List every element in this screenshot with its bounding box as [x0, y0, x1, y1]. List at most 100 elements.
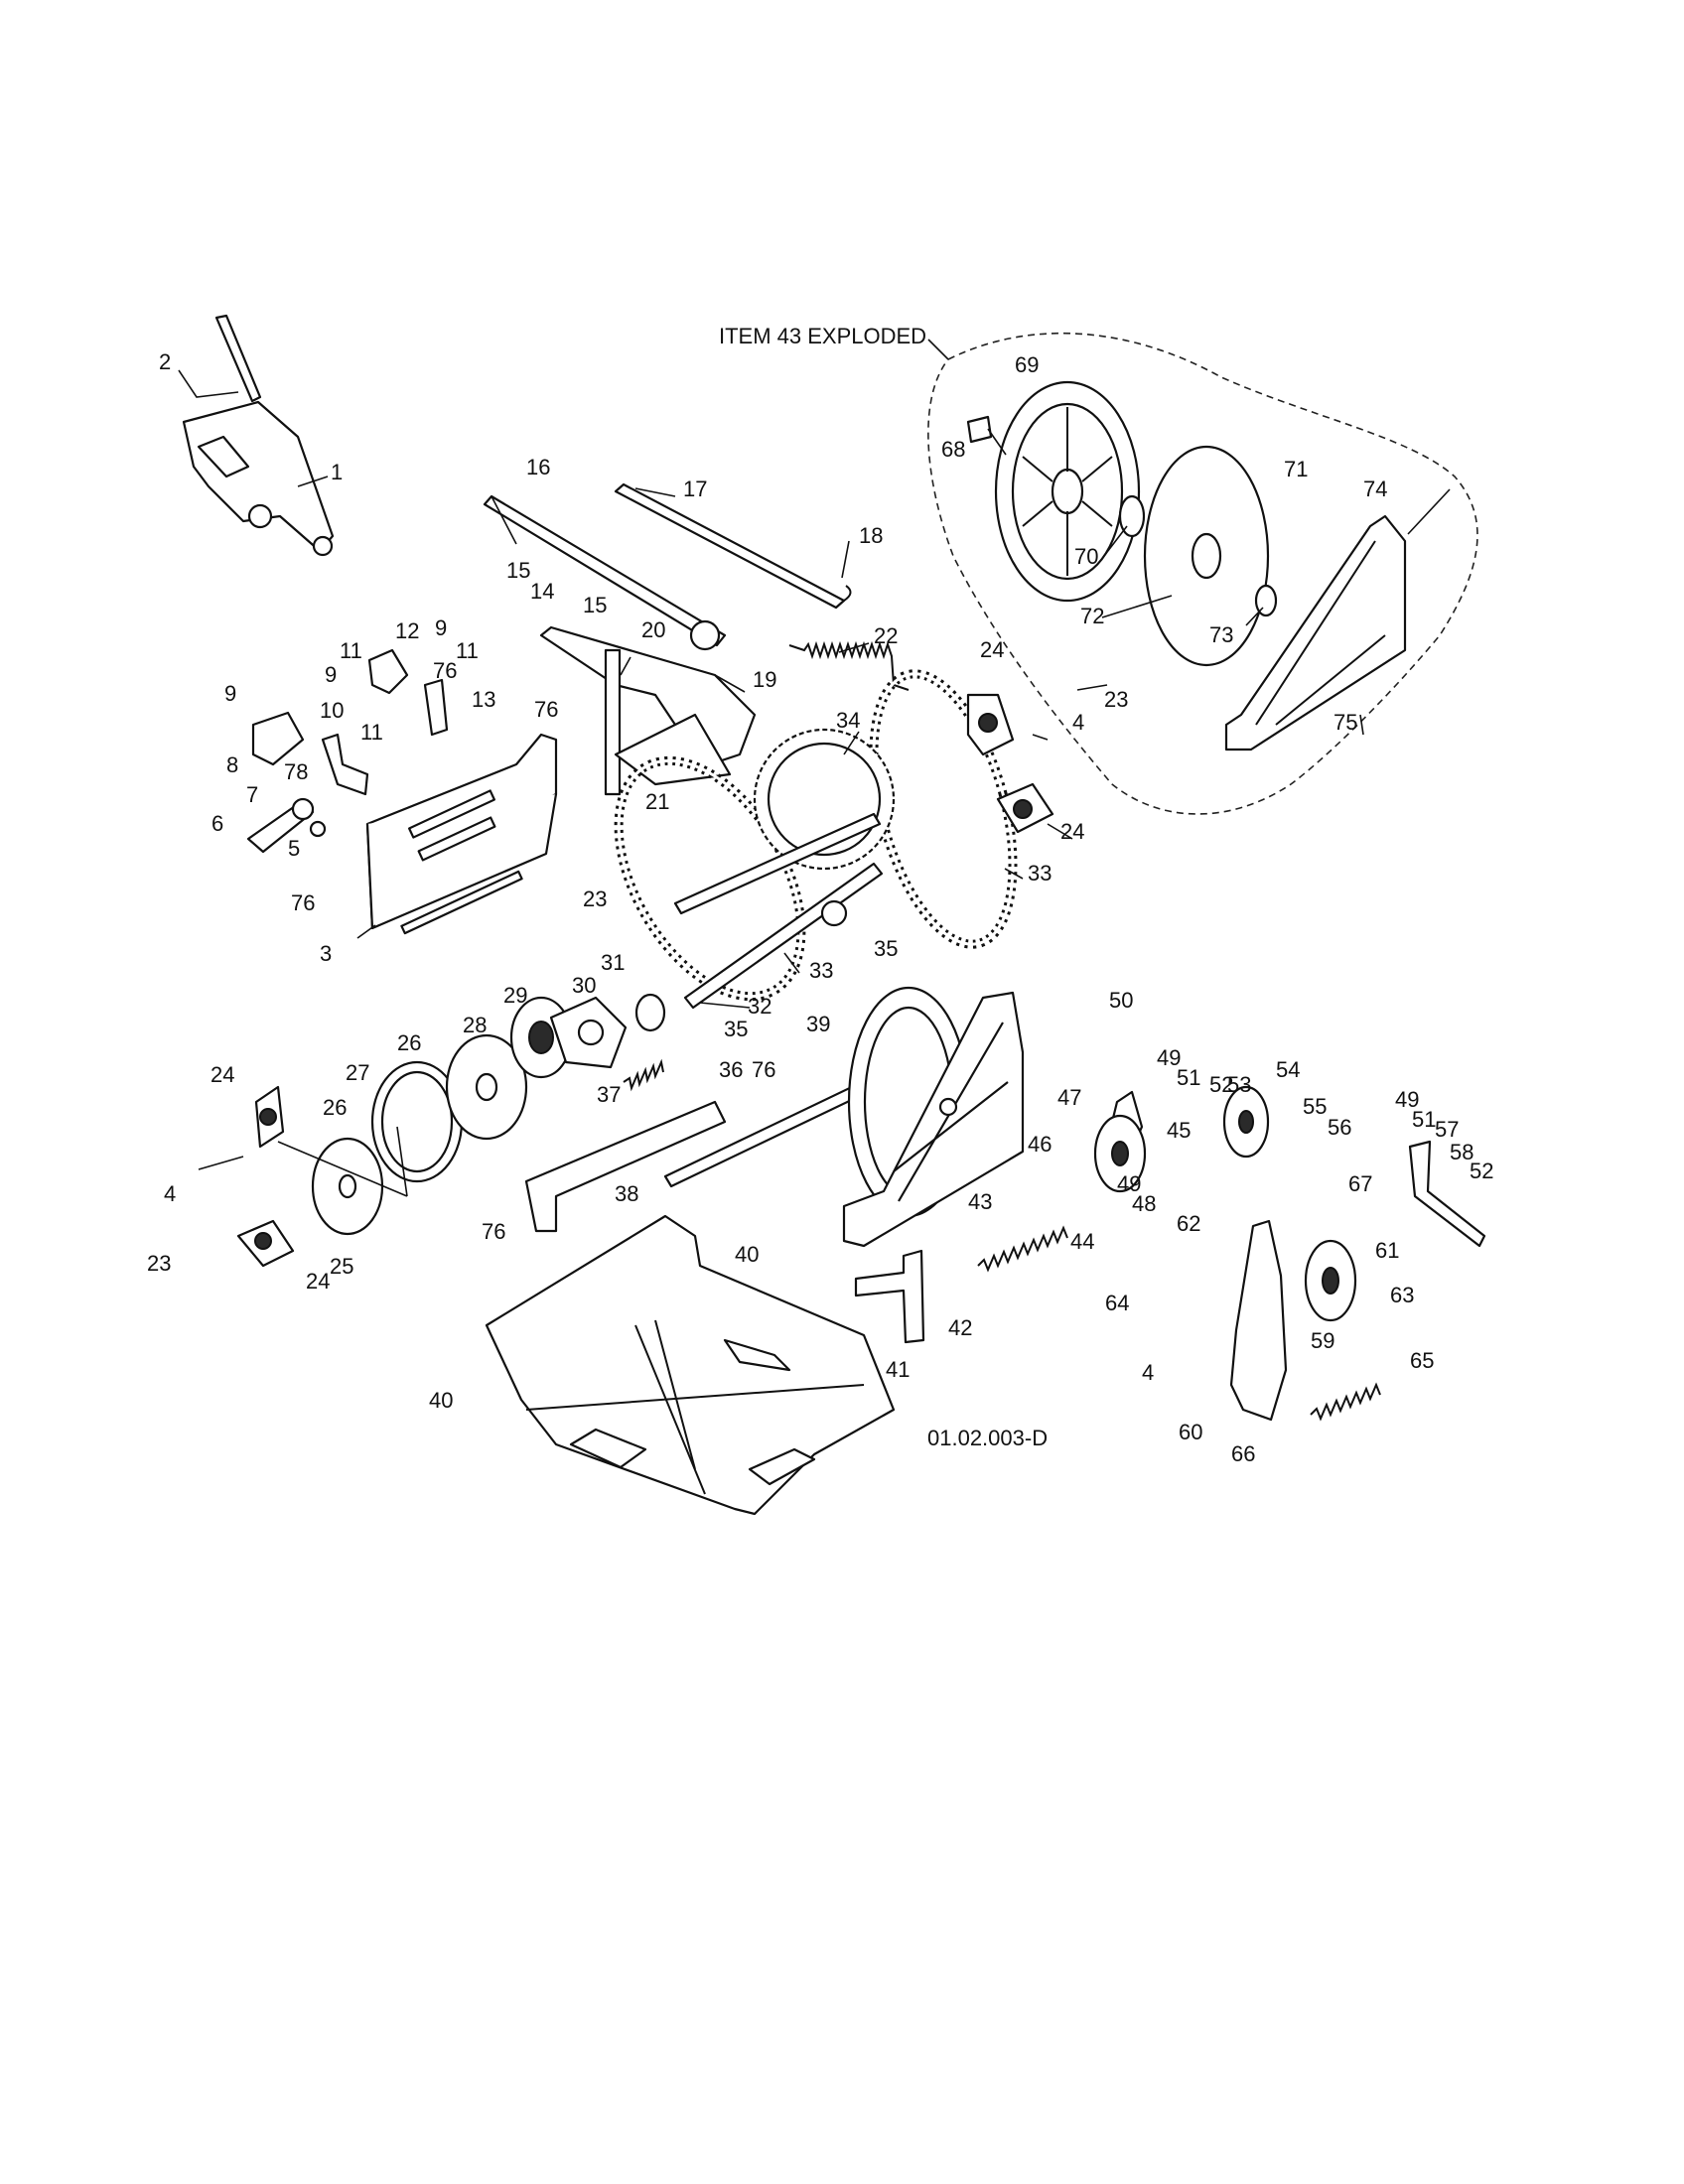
callout-14: 14 [530, 579, 554, 604]
callout-11-c: 11 [360, 720, 383, 745]
callout-26-b: 26 [323, 1095, 347, 1120]
callout-57: 57 [1435, 1117, 1459, 1142]
callout-76-e: 76 [482, 1219, 505, 1244]
exploded-caption: ITEM 43 EXPLODED [719, 324, 926, 348]
callout-16: 16 [526, 455, 550, 479]
callout-2: 2 [159, 349, 171, 374]
callout-32: 32 [748, 994, 772, 1019]
callout-72: 72 [1080, 604, 1104, 628]
callout-78: 78 [284, 759, 308, 784]
callout-64: 64 [1105, 1291, 1129, 1315]
callout-35-b: 35 [724, 1017, 748, 1041]
callout-9-a: 9 [224, 681, 236, 706]
callout-23-b: 23 [1104, 687, 1128, 712]
callout-74: 74 [1363, 477, 1387, 501]
callout-29: 29 [503, 983, 527, 1008]
callout-76-a: 76 [534, 697, 558, 722]
callout-49-b: 49 [1157, 1045, 1181, 1070]
callout-51-a: 51 [1177, 1065, 1200, 1090]
wheel-69 [994, 380, 1141, 603]
callout-66: 66 [1231, 1441, 1255, 1466]
callout-1: 1 [331, 460, 343, 484]
pin-68 [966, 415, 993, 444]
callout-41: 41 [886, 1357, 910, 1382]
callout-50: 50 [1109, 988, 1133, 1013]
callout-48: 48 [1132, 1191, 1156, 1216]
callout-24-a: 24 [980, 637, 1004, 662]
arm-59 [1229, 1219, 1288, 1422]
callout-44: 44 [1070, 1229, 1094, 1254]
side-plate-3 [365, 733, 558, 935]
callout-21: 21 [645, 789, 669, 814]
callout-42: 42 [948, 1315, 972, 1340]
callout-67: 67 [1348, 1171, 1372, 1196]
ring-31 [634, 993, 666, 1032]
callout-11-b: 11 [456, 638, 479, 663]
callout-10: 10 [320, 698, 344, 723]
exploded-caption-leader [927, 339, 949, 360]
callout-55: 55 [1303, 1094, 1327, 1119]
callout-61: 61 [1375, 1238, 1399, 1263]
item-43-exploded-outline [927, 332, 1478, 815]
callout-15-a: 15 [506, 558, 530, 583]
bracket-13 [423, 678, 449, 737]
callout-4-right: 4 [1072, 710, 1084, 735]
spring-65 [1310, 1382, 1381, 1422]
callout-49-a: 49 [1117, 1171, 1141, 1196]
spring-22 [788, 640, 910, 691]
callout-76-b: 76 [433, 658, 457, 683]
rod-57 [1408, 1140, 1486, 1248]
frame-43 [842, 986, 1025, 1248]
leader-lines [178, 369, 1451, 1197]
callout-43: 43 [968, 1189, 992, 1214]
spring-37 [623, 1058, 664, 1092]
callout-65: 65 [1410, 1348, 1434, 1373]
rod-16 [483, 494, 727, 647]
callout-45: 45 [1167, 1118, 1191, 1143]
drawing-code: 01.02.003-D [927, 1426, 1048, 1450]
callout-23-c: 23 [147, 1251, 171, 1276]
callout-76-d: 76 [752, 1057, 775, 1082]
bottom-cover-41 [485, 1214, 896, 1516]
link-36 [524, 1100, 727, 1233]
callout-22: 22 [874, 623, 898, 648]
callout-58: 58 [1450, 1140, 1474, 1164]
callout-27: 27 [346, 1060, 369, 1085]
callout-23-a: 23 [583, 887, 607, 911]
bracket-19 [539, 625, 757, 796]
link-17 [614, 482, 846, 610]
callout-39: 39 [806, 1012, 830, 1036]
callout-47: 47 [1057, 1085, 1081, 1110]
callout-8: 8 [226, 752, 238, 777]
callout-52-b: 52 [1470, 1159, 1493, 1183]
spring-44 [977, 1225, 1068, 1273]
callout-25: 25 [330, 1254, 353, 1279]
bracket-10 [321, 733, 369, 796]
ring-73 [1254, 584, 1278, 617]
callout-13: 13 [472, 687, 495, 712]
callout-51-b: 51 [1412, 1107, 1436, 1132]
callout-53: 53 [1227, 1072, 1251, 1097]
callout-38: 38 [615, 1181, 638, 1206]
callout-19: 19 [753, 667, 776, 692]
callout-3: 3 [320, 941, 332, 966]
callout-7: 7 [246, 782, 258, 807]
callout-31: 31 [601, 950, 625, 975]
callout-59: 59 [1311, 1328, 1334, 1353]
callout-26-a: 26 [397, 1030, 421, 1055]
callout-6: 6 [211, 811, 223, 836]
callout-17: 17 [683, 477, 707, 501]
callout-24-d: 24 [306, 1269, 330, 1294]
callout-54: 54 [1276, 1057, 1300, 1082]
callout-5: 5 [288, 836, 300, 861]
callout-36: 36 [719, 1057, 743, 1082]
callout-9-b: 9 [325, 662, 337, 687]
callout-labels: 1 2 3 4 4 4 5 6 7 8 9 9 9 10 11 11 11 12… [147, 349, 1493, 1466]
callout-28: 28 [463, 1013, 487, 1037]
callout-18: 18 [859, 523, 883, 548]
callout-37: 37 [597, 1082, 621, 1107]
callout-20: 20 [641, 617, 665, 642]
callout-76-c: 76 [291, 890, 315, 915]
callout-60: 60 [1179, 1420, 1202, 1444]
